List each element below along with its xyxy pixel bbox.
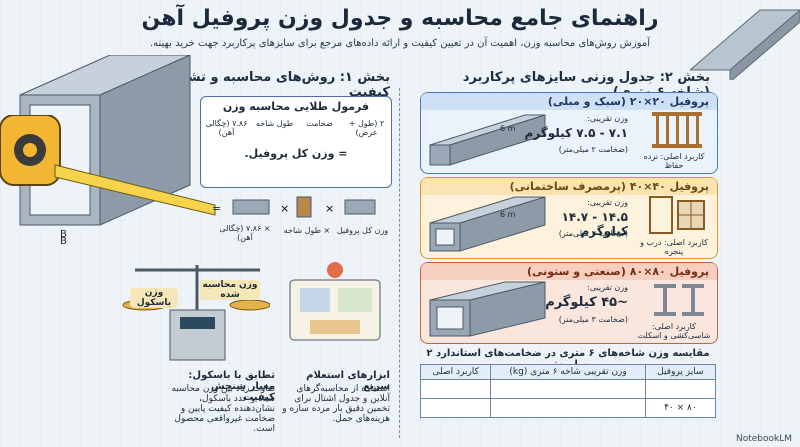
card-80x80-head: پروفیل ۸۰×۸۰ (صنعتی و ستونی) <box>421 263 717 280</box>
railing-icon <box>652 112 702 148</box>
brand-footer: NotebookLM <box>735 434 792 444</box>
steel-beam-icon <box>654 284 704 316</box>
table-row <box>419 379 717 399</box>
card-20x20-weight-label: وزن تقریبی: <box>587 114 628 123</box>
dimension-b: B <box>60 236 67 247</box>
formula-term-perimeter: ۲ (طول + عرض) <box>348 119 385 137</box>
card-40x40-weight: ۱۴.۵ - ۱۴.۷ کیلوگرم <box>561 210 628 238</box>
online-tools-icon <box>289 262 381 341</box>
card-40x40-thickness: (ضخامت ۲ میلی‌متر) <box>558 229 628 238</box>
tools-section-title: ابزارهای استعلام سریع <box>306 370 390 392</box>
page-title: راهنمای جامع محاسبه و جدول وزن پروفیل آه… <box>141 6 659 31</box>
formula-box: فرمول طلایی محاسبه وزن ۲ (طول + عرض) ضخا… <box>200 96 392 188</box>
card-40x40-usage: کاربرد اصلی: درب و پنجره <box>640 238 708 256</box>
door-window-icon <box>649 196 705 234</box>
formula-visual-total: وزن کل پروفیل <box>336 226 389 235</box>
formula-visual-length: × طول شاخه <box>283 226 331 235</box>
scale-section-text: تفاوت زیاد بین وزن محاسبه شده و عدد باسک… <box>171 384 276 434</box>
profile-40x40-illustration <box>429 196 546 252</box>
profile-20x20-illustration <box>429 114 546 166</box>
card-20x20-head: پروفیل ۲۰×۲۰ (سبک و مبلی) <box>421 93 717 110</box>
formula-term-density: ۷.۸۶ (چگالی آهن) <box>205 119 248 137</box>
table-header-usage: کاربرد اصلی <box>419 364 492 380</box>
steel-beam-illustration <box>690 9 800 80</box>
tape-measure-icon <box>0 115 216 216</box>
table-row: ۸۰ × ۴۰ <box>419 398 717 418</box>
card-40x40-length: 6 m <box>500 210 516 219</box>
table-cell-size: ۸۰ × ۴۰ <box>644 398 717 418</box>
section-divider <box>399 88 401 438</box>
table-cell-weight <box>490 398 646 418</box>
svg-text:×: × <box>325 202 334 215</box>
page-subtitle: آموزش روش‌های محاسبه وزن، اهمیت آن در تع… <box>149 38 650 49</box>
card-40x40-weight-label: وزن تقریبی: <box>587 198 628 207</box>
scale-section-title: تطابق با باسکول: معیار سنجش کیفیت <box>188 370 275 403</box>
comparison-table-header-row: سایز پروفیل وزن تقریبی شاخه ۶ متری (kg) … <box>419 364 717 380</box>
card-20x20-length: 6 m <box>500 124 516 133</box>
card-40x40-head: پروفیل ۴۰×۴۰ (پرمصرف ساختمانی) <box>421 178 717 195</box>
formula-equals-sign: = <box>212 202 222 215</box>
card-80x80-weight-label: وزن تقریبی: <box>587 283 628 292</box>
formula-visual-density: × ۷.۸۶ (چگالی آهن) <box>219 224 271 242</box>
comparison-table: سایز پروفیل وزن تقریبی شاخه ۶ متری (kg) … <box>419 364 717 418</box>
profile-80x80-illustration <box>429 281 546 337</box>
formula-visual-shapes: × × <box>232 196 376 218</box>
card-20x20-usage: کاربرد اصلی: نرده حفاظ <box>643 152 705 170</box>
card-80x80-thickness: (ضخامت ۳ میلی‌متر) <box>558 315 628 324</box>
formula-terms: ۲ (طول + عرض) ضخامت طول شاخه ۷.۸۶ (چگالی… <box>201 119 391 137</box>
scale-weight-label: وزن باسکول <box>130 288 178 308</box>
table-cell-usage <box>419 398 492 418</box>
svg-text:×: × <box>280 202 289 215</box>
table-header-weight: وزن تقریبی شاخه ۶ متری (kg) <box>490 364 646 380</box>
calculated-weight-label: وزن محاسبه شده <box>200 280 260 300</box>
svg-text:B: B <box>60 229 67 240</box>
card-20x20-weight: ۷.۱ - ۷.۵ کیلوگرم <box>524 126 629 140</box>
table-header-size: سایز پروفیل <box>644 364 717 380</box>
card-80x80-weight: ~۴۵ کیلوگرم <box>545 295 628 310</box>
formula-term-thickness: ضخامت <box>306 119 333 128</box>
formula-title: فرمول طلایی محاسبه وزن <box>222 100 370 113</box>
formula-term-length: طول شاخه <box>255 119 294 128</box>
scale-icon <box>122 265 270 361</box>
card-80x80-usage: کاربرد اصلی: شاسی‌کشی و اسکلت <box>637 322 711 340</box>
tools-section-text: استفاده از محاسبه‌گرهای آنلاین و جدول اش… <box>282 384 390 424</box>
formula-result: = وزن کل پروفیل. <box>244 147 348 160</box>
card-20x20-thickness: (ضخامت ۲ میلی‌متر) <box>558 145 628 154</box>
